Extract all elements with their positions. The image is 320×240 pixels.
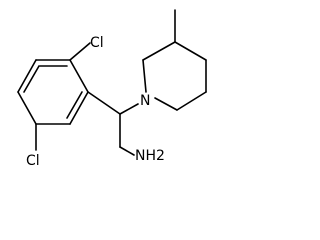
ring-bond-2	[69, 59, 89, 93]
ring-bond-5	[17, 91, 37, 125]
atom-label-amine: NH2	[135, 148, 165, 164]
ring-double-bond-3	[23, 65, 40, 93]
pip-bond-c5-c6	[176, 91, 207, 111]
pip-bond-c6-n	[154, 97, 178, 111]
bond-ch2-to-nh2	[119, 146, 135, 156]
structure-diagram: Cl Cl N NH2	[17, 9, 207, 169]
benzene-ring	[17, 59, 89, 125]
ring-double-bond-2	[66, 91, 83, 119]
bond-ch-to-n	[119, 103, 139, 115]
piperidine-ring	[142, 41, 207, 111]
pip-bond-c2-c3	[142, 41, 176, 61]
molecule-drawing: Cl Cl N NH2	[17, 9, 207, 169]
atom-label-cl-top: Cl	[90, 35, 104, 51]
pip-bond-c3-c4	[174, 41, 207, 61]
ring-bond-6	[17, 59, 37, 93]
bond-ring-to-ch	[87, 91, 121, 115]
atom-label-cl-bottom: Cl	[26, 153, 40, 169]
pip-bond-n-c2	[142, 59, 147, 93]
atom-label-nitrogen: N	[140, 93, 150, 109]
bond-to-cl-top	[69, 42, 91, 61]
ring-bond-3	[69, 91, 89, 125]
